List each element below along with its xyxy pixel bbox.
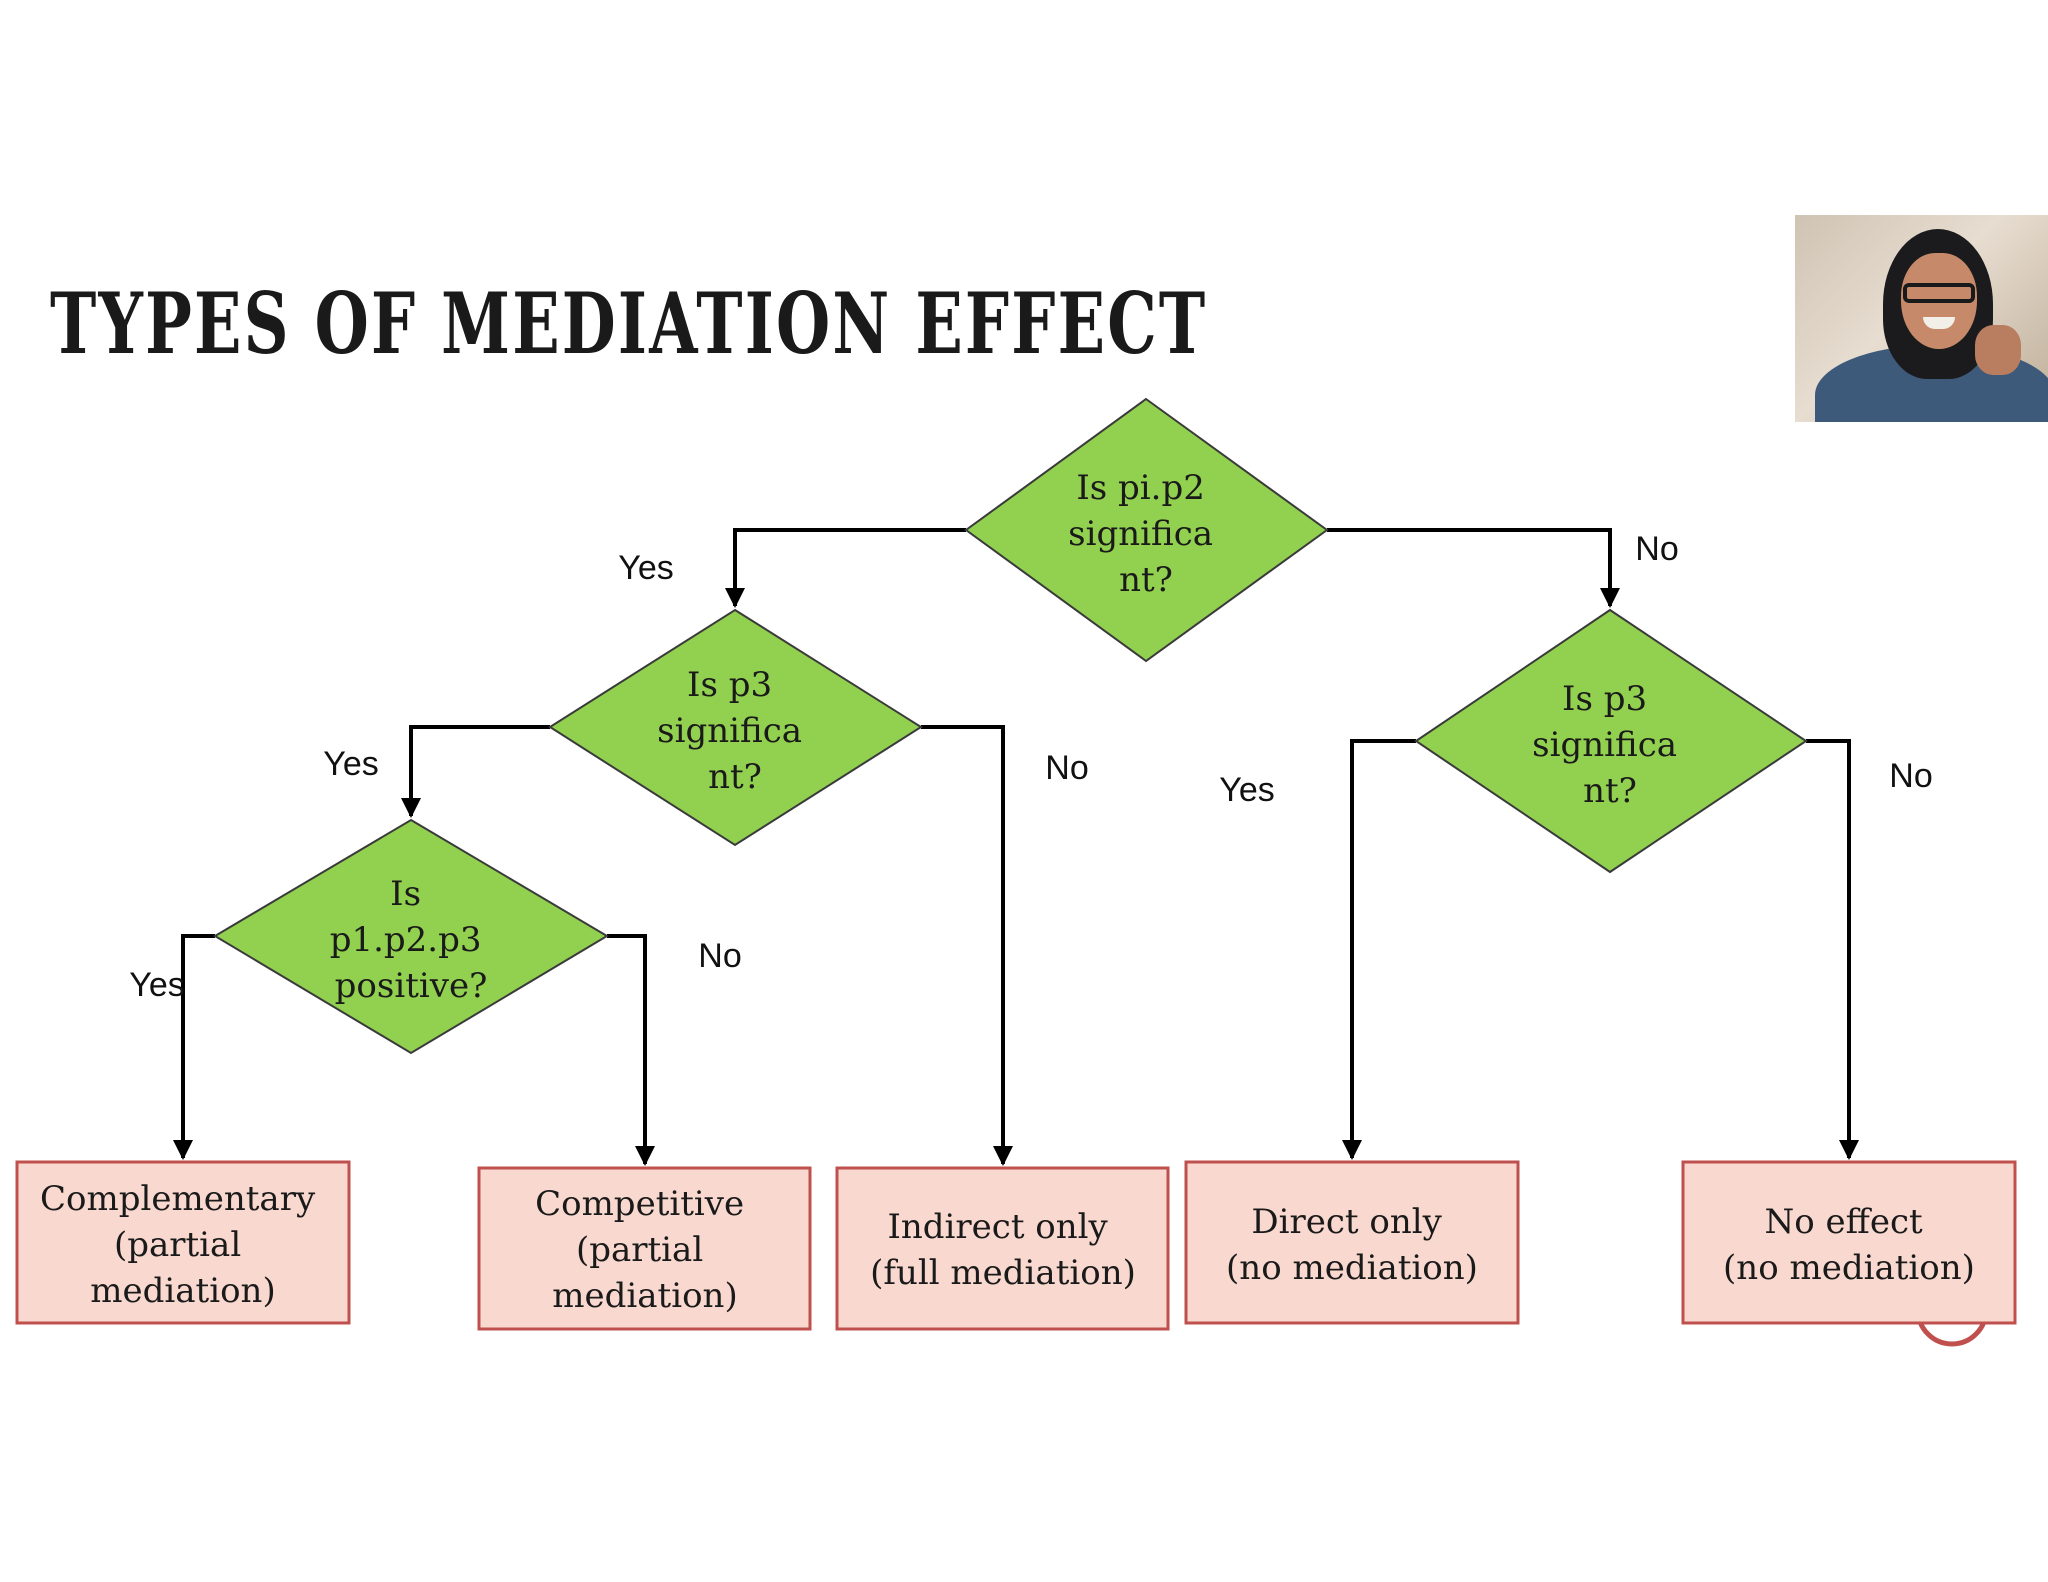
decision-left-p3-line: nt?: [708, 757, 762, 797]
decision-right-p3-line: nt?: [1583, 771, 1637, 811]
outcome-complementary-line: Complementary: [40, 1179, 316, 1219]
outcome-no-effect-line: (no mediation): [1723, 1248, 1975, 1288]
label-left-p3-yes: Yes: [323, 745, 378, 783]
decision-right-p3-line: Is p3: [1562, 679, 1647, 719]
decision-right-p3-shape: [1414, 608, 1808, 874]
connectors: [173, 528, 1859, 1166]
connector-root-no: [1327, 528, 1620, 608]
outcome-direct-text: Direct only (no mediation): [1226, 1202, 1478, 1288]
connector-left-p3-yes: [401, 725, 550, 818]
label-root-yes: Yes: [618, 549, 673, 587]
outcome-competitive-box: [477, 1166, 812, 1331]
outcome-competitive: Competitive (partial mediation): [477, 1166, 812, 1331]
connector-product-no: [607, 934, 655, 1166]
label-root-no: No: [1635, 530, 1678, 568]
outcome-no-effect-box: [1681, 1160, 2017, 1325]
decision-left-p3-line: Is p3: [687, 665, 772, 705]
outcome-competitive-line: Competitive: [535, 1184, 744, 1224]
branch-labels: Yes No Yes No Yes No Yes No: [129, 530, 1932, 1004]
outcome-no-effect-line: No effect: [1765, 1202, 1923, 1242]
decision-product-line: Is: [390, 874, 421, 914]
decision-right-p3: Is p3 significa nt?: [1414, 608, 1808, 874]
outcome-indirect-line: Indirect only: [887, 1207, 1108, 1247]
decision-root-text: Is pi.p2 significa nt?: [1068, 468, 1224, 600]
outcome-complementary-line: mediation): [90, 1271, 275, 1311]
connector-left-p3-no: [921, 725, 1013, 1166]
decision-product: Is p1.p2.p3 positive?: [213, 818, 609, 1055]
outcome-direct-box: [1184, 1160, 1520, 1325]
decision-root-line: nt?: [1119, 560, 1173, 600]
outcome-direct: Direct only (no mediation): [1184, 1160, 1520, 1325]
label-product-no: No: [698, 937, 741, 975]
outcome-complementary: Complementary (partial mediation): [15, 1160, 351, 1325]
outcome-indirect: Indirect only (full mediation): [835, 1166, 1170, 1331]
decision-right-p3-text: Is p3 significa nt?: [1532, 679, 1688, 811]
decision-root-shape: [964, 397, 1329, 663]
decision-left-p3-line: significa: [657, 711, 802, 751]
connector-root-yes: [725, 528, 966, 608]
connector-product-yes: [173, 934, 215, 1160]
decision-left-p3: Is p3 significa nt?: [548, 608, 923, 847]
webcam-person-smile: [1923, 317, 1955, 329]
outcome-indirect-text: Indirect only (full mediation): [870, 1207, 1136, 1293]
decision-product-text: Is p1.p2.p3 positive?: [330, 874, 493, 1006]
decision-root: Is pi.p2 significa nt?: [964, 397, 1329, 663]
decision-product-line: p1.p2.p3: [330, 920, 482, 960]
connector-right-p3-yes: [1342, 739, 1416, 1160]
connector-right-p3-no: [1806, 739, 1859, 1160]
decision-right-p3-line: significa: [1532, 725, 1677, 765]
outcome-direct-line: Direct only: [1251, 1202, 1442, 1242]
label-right-p3-yes: Yes: [1219, 771, 1274, 809]
outcome-complementary-box: [15, 1160, 351, 1325]
outcome-no-effect: No effect (no mediation): [1681, 1160, 2017, 1325]
outcome-complementary-line: (partial: [114, 1225, 241, 1265]
outcome-indirect-line: (full mediation): [870, 1253, 1136, 1293]
webcam-video-thumbnail[interactable]: [1795, 215, 2048, 422]
outcome-no-effect-text: No effect (no mediation): [1723, 1202, 1975, 1288]
decision-left-p3-text: Is p3 significa nt?: [657, 665, 813, 797]
outcome-competitive-line: (partial: [576, 1230, 703, 1270]
outcome-competitive-text: Competitive (partial mediation): [535, 1184, 755, 1316]
label-product-yes: Yes: [129, 966, 184, 1004]
webcam-person-hand: [1975, 325, 2021, 375]
label-right-p3-no: No: [1889, 757, 1932, 795]
webcam-person-glasses: [1903, 283, 1975, 303]
outcome-indirect-box: [835, 1166, 1170, 1331]
decision-product-line: positive?: [335, 966, 488, 1006]
slide-title: TYPES OF MEDIATION EFFECT: [50, 274, 1208, 373]
decision-root-line: significa: [1068, 514, 1213, 554]
outcome-competitive-line: mediation): [552, 1276, 737, 1316]
label-left-p3-no: No: [1045, 749, 1088, 787]
decision-left-p3-shape: [548, 608, 923, 847]
decision-product-shape: [213, 818, 609, 1055]
outcome-direct-line: (no mediation): [1226, 1248, 1478, 1288]
decision-root-line: Is pi.p2: [1076, 468, 1205, 508]
outcome-complementary-text: Complementary (partial mediation): [40, 1179, 326, 1311]
